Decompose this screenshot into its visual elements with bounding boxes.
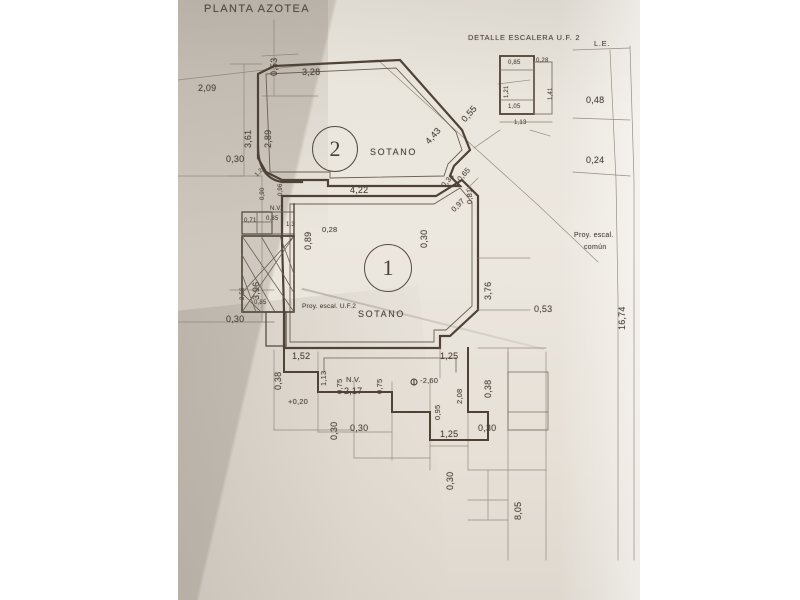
dim-right-024: 0,24 [586,155,605,165]
common-stair-note-line2: común [584,244,607,251]
dim-unit2-422: 4,22 [350,185,369,195]
stair-detail-drawing [499,55,553,123]
dim-stair-071: 0,71 [244,218,257,224]
dim-unit1-125: 1,25 [440,351,459,361]
detail-dim-113: 1,13 [514,120,527,126]
level-nv-top-label: N.V. [270,206,282,212]
dim-stair-013: 1,3 [286,222,295,228]
detail-dim-121: 1,21 [504,85,510,98]
dim-bottom-030-b: 0,30 [350,423,369,433]
level-minus-260: -2,60 [420,376,439,385]
unit2-outline [256,58,472,188]
dim-unit2-328: 3,28 [302,67,321,77]
dim-bottom-075b: 0,75 [375,378,384,394]
dim-stair-256: 2,56 [240,287,246,300]
right-bottom-boxes [507,371,549,431]
stair-detail-title: DETALLE ESCALERA U.F. 2 [468,33,581,42]
dim-unit1-376: 3,76 [483,281,493,300]
unit-1-room-label: SOTANO [358,309,405,319]
unit1-outline [280,178,480,350]
unit1-inner-wall [289,187,473,343]
dim-bottom-030-c: 0,30 [478,423,497,433]
level-marker [410,378,418,386]
level-nv-top-value: 0,85 [266,216,279,222]
level-plus-020: +0,20 [288,397,308,406]
curved-wall [256,144,304,184]
dim-left-396: 3,96 [251,281,261,300]
dim-stair-085: 0,85 [254,300,267,306]
level-nv-bottom-value: 2,17 [344,386,363,396]
unit-2-room-label: SOTANO [370,147,417,157]
dim-unit2-096: 0,96 [278,183,284,196]
dim-bottom-125b: 1,25 [440,429,459,439]
unit-number-1: 1 [364,244,412,292]
dim-bottom-030-d: 0,30 [445,471,455,490]
unit1-partition [281,203,295,237]
level-nv-bottom-label: N.V. [346,375,361,384]
dim-left-030-upper: 0,30 [226,154,245,164]
unit-number-2-text: 2 [329,136,341,161]
dim-bottom-095: 0,95 [433,404,442,420]
unit2-inner-wall [265,67,463,179]
dim-right-805: 8,05 [513,501,523,520]
dim-unit1-081: 0,81 [465,188,474,204]
dim-unit1-152: 1,52 [292,351,311,361]
dim-right-048: 0,48 [586,95,605,105]
dim-bottom-038-left: 0,38 [273,371,283,390]
common-stair-note-line1: Proy. escal. [574,232,614,239]
dim-bottom-208: 2,08 [455,388,464,404]
dim-left-289: 2,89 [263,129,273,148]
dim-right-1674: 16,74 [617,306,627,330]
unit-number-2: 2 [312,126,358,172]
dim-left-209: 2,09 [198,83,217,93]
detail-dim-028: 0,28 [536,58,549,64]
dim-bottom-075a: 0,75 [335,378,344,394]
dim-unit1-028: 0,28 [322,225,338,234]
stair-projection-note: Proy. escal. U.F.2 [302,303,357,310]
detail-dim-105: 1,05 [508,104,521,110]
dim-bottom-113: 1,13 [319,370,328,386]
dim-unit1-053-right: 0,53 [534,304,553,314]
dim-bottom-038-right: 0,38 [483,379,493,398]
dim-unit1-089: 0,89 [303,231,313,250]
bottom-appendix [283,347,489,441]
dim-unit2-090: 0,90 [260,187,266,200]
unit-number-1-text: 1 [382,255,394,280]
dim-left-361: 3,61 [243,129,253,148]
sheet-title: PLANTA AZOTEA [204,3,311,15]
stair-block [241,211,295,347]
blueprint-photo: PLANTA AZOTEA DETALLE ESCALERA U.F. 2 L.… [178,0,640,600]
construction-lines [178,19,635,561]
le-label: L.E. [594,39,611,48]
dim-bottom-030-a: 0,30 [329,421,339,440]
dim-top-053: 0,53 [269,57,279,76]
detail-dim-141: 1,41 [548,87,554,100]
dim-left-030-lower: 0,30 [226,314,245,324]
floor-plan-drawing [178,0,640,600]
dim-unit1-030-top: 0,30 [419,229,429,248]
detail-dim-085: 0,85 [508,60,521,66]
